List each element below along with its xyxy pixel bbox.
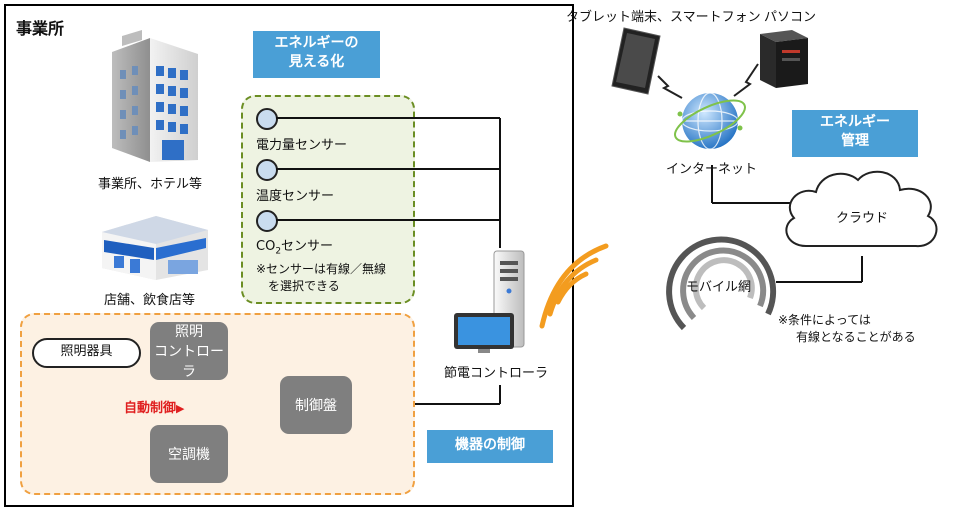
cloud-icon <box>785 170 938 248</box>
energy-management-label: エネルギー 管理 <box>792 110 918 157</box>
pc-label: パソコン <box>764 10 817 25</box>
sensor-note-line1: ※センサーは有線／無線 <box>256 262 387 276</box>
office-frame <box>4 4 574 507</box>
office-title: 事業所 <box>16 19 65 38</box>
control-panel: 制御盤 <box>280 376 352 434</box>
lighting-controller: 照明 コントローラ <box>150 322 228 380</box>
pc-icon <box>760 30 808 88</box>
tablet-icon <box>611 27 661 95</box>
co2-sensor-label: CO2センサー <box>256 235 333 257</box>
co2-sensor-label-post: センサー <box>281 239 334 254</box>
cloud-label: クラウド <box>836 211 889 226</box>
co2-sensor-label-sub: 2 <box>275 246 282 257</box>
saving-controller-label: 節電コントローラ <box>444 366 549 381</box>
wireless-signal-icon <box>539 243 609 329</box>
lighting-controller-line2: コントローラ <box>154 344 224 380</box>
wired-note-line2: 有線となることがある <box>796 330 916 344</box>
lighting-device: 照明器具 <box>32 338 141 368</box>
internet-globe-icon <box>674 92 746 150</box>
sensor-group <box>241 95 415 304</box>
energy-management-line1: エネルギー <box>820 114 890 130</box>
wireless-link-lines <box>657 63 759 99</box>
aircon-unit: 空調機 <box>150 425 228 483</box>
energy-management-line2: 管理 <box>841 133 869 149</box>
lighting-controller-line1: 照明 <box>175 324 203 340</box>
visualization-label: エネルギーの 見える化 <box>253 31 380 78</box>
auto-control-arrow-icon: ▶ <box>176 402 185 415</box>
sensor-note-line2: を選択できる <box>268 279 340 293</box>
auto-control-text: 自動制御 <box>124 401 177 416</box>
co2-sensor-label-pre: CO <box>256 239 276 254</box>
visualization-label-line2: 見える化 <box>288 54 345 70</box>
equipment-control-label: 機器の制御 <box>427 430 553 463</box>
visualization-label-line1: エネルギーの <box>274 35 359 51</box>
mobile-network-label: モバイル網 <box>686 280 752 295</box>
shop-label: 店舗、飲食店等 <box>104 293 196 308</box>
office-building-icon <box>112 30 198 162</box>
tablet-label: タブレット端末、スマートフォン <box>566 10 761 25</box>
temperature-sensor-label: 温度センサー <box>256 189 335 204</box>
internet-label: インターネット <box>666 162 758 177</box>
mobile-network-icon <box>666 236 777 331</box>
wired-note-line1: ※条件によっては <box>778 313 871 327</box>
auto-control-label: 自動制御▶ <box>124 397 184 416</box>
saving-controller-icon <box>454 250 525 353</box>
shop-icon <box>102 216 208 280</box>
office-building-label: 事業所、ホテル等 <box>98 177 203 192</box>
power-sensor-label: 電力量センサー <box>256 138 348 153</box>
